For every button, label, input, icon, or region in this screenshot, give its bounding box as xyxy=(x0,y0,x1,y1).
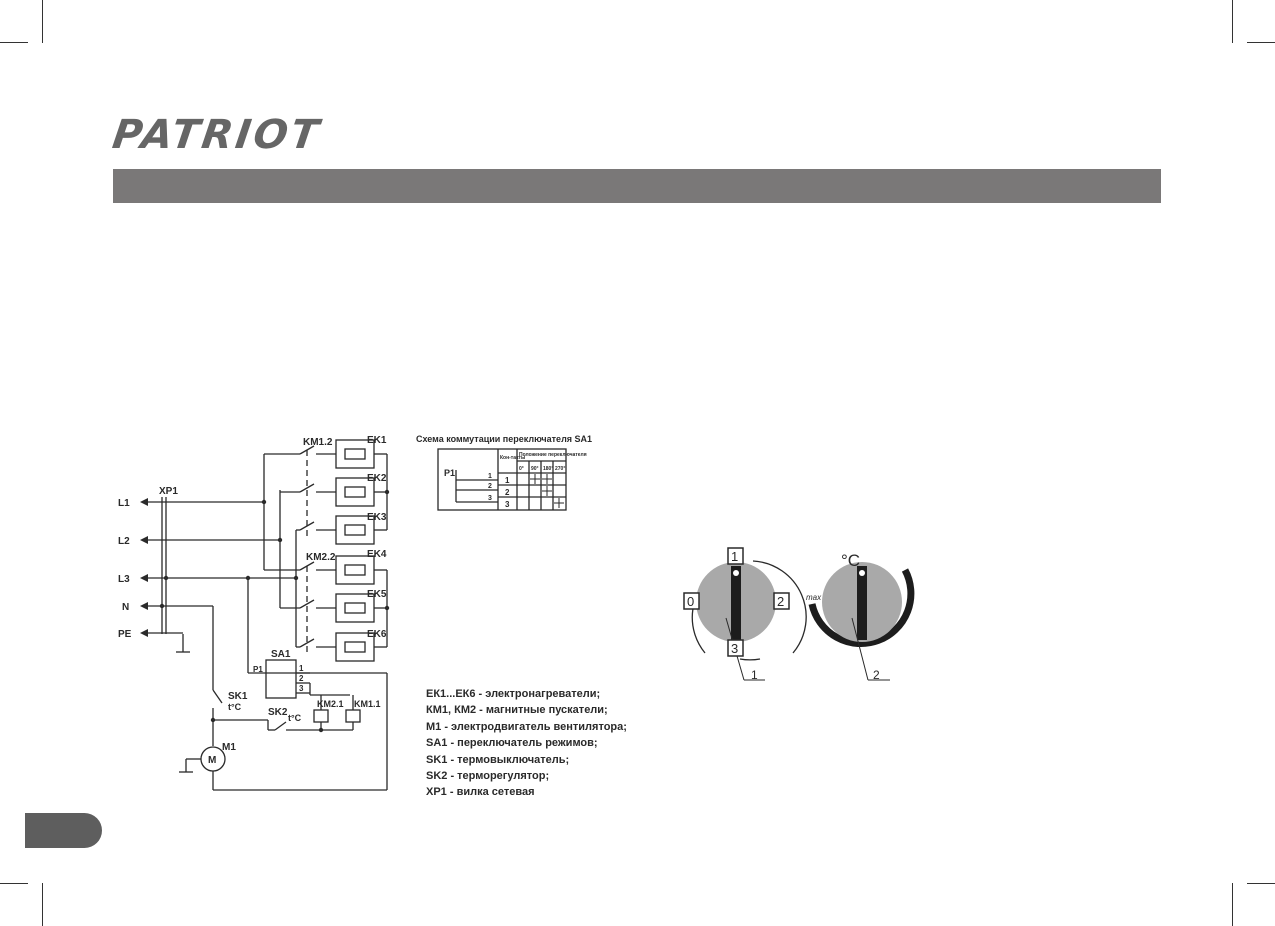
sa1-contact-label: 3 xyxy=(299,684,304,693)
legend-item: ЕК1...ЕК6 - электронагреватели; xyxy=(426,688,601,700)
page-number-tab xyxy=(25,813,102,848)
sa1-label: SA1 xyxy=(271,649,291,660)
table-contacts-header: Кон-такты xyxy=(500,455,525,461)
legend-item: SK2 - терморегулятор; xyxy=(426,770,550,783)
heater-label: EK6 xyxy=(367,629,387,640)
heater-label: EK2 xyxy=(367,473,387,484)
knob-position-label: 1 xyxy=(731,549,738,564)
table-angle: 0° xyxy=(519,466,524,472)
table-angle: 270° xyxy=(555,466,565,472)
max-label: max xyxy=(806,593,822,602)
line-label: L1 xyxy=(118,498,130,509)
header-bar xyxy=(113,169,1161,203)
sk2-label: SK2 xyxy=(268,707,288,718)
crop-mark xyxy=(1247,42,1275,43)
contactor-label: KM2.2 xyxy=(306,552,336,563)
line-label: N xyxy=(122,602,129,613)
knob-callout: 2 xyxy=(873,668,880,682)
crop-mark xyxy=(0,42,28,43)
table-row-label: 3 xyxy=(505,500,510,509)
legend-item: XP1 - вилка сетевая xyxy=(426,786,535,799)
table-contact-num: 2 xyxy=(488,483,492,490)
line-label: L2 xyxy=(118,536,130,547)
table-angle: 90° xyxy=(531,466,539,472)
crop-mark xyxy=(1232,883,1233,926)
heater-label: EK5 xyxy=(367,589,387,600)
table-p1-label: P1 xyxy=(444,468,455,478)
coil-label: KM1.1 xyxy=(354,699,381,709)
legend-item: М1 - электродвигатель вентилятора; xyxy=(426,720,627,733)
contactor-label: KM1.2 xyxy=(303,437,333,448)
switch-table-caption: Схема коммутации переключателя SA1 xyxy=(416,434,593,444)
sa1-contact-label: 1 xyxy=(299,664,304,673)
sk1-temp-label: t°C xyxy=(228,702,242,712)
p1-label: P1 xyxy=(253,665,263,674)
table-contact-num: 3 xyxy=(488,495,492,502)
motor-symbol: M xyxy=(208,755,216,766)
m1-label: M1 xyxy=(222,742,236,753)
legend-item: КМ1, КМ2 - магнитные пускатели; xyxy=(426,704,608,717)
crop-mark xyxy=(1232,0,1233,43)
component-legend: ЕК1...ЕК6 - электронагреватели; КМ1, КМ2… xyxy=(426,686,627,801)
line-label: PE xyxy=(118,629,132,640)
thermostat-knob: °C max 2 xyxy=(806,551,915,682)
line-label: L3 xyxy=(118,574,130,585)
mode-knob: 1 2 3 0 1 xyxy=(683,547,807,682)
table-positions-header: Положение переключателя xyxy=(519,452,587,458)
table-contact-num: 1 xyxy=(488,473,492,480)
crop-mark xyxy=(42,883,43,926)
table-row-label: 1 xyxy=(505,476,510,485)
legend-item: SA1 - переключатель режимов; xyxy=(426,737,598,750)
heater-label: EK3 xyxy=(367,512,387,523)
sk1-label: SK1 xyxy=(228,691,248,702)
xp1-label: XP1 xyxy=(159,486,178,497)
table-row-label: 2 xyxy=(505,488,510,497)
table-angle: 180° xyxy=(543,466,553,472)
sk2-temp-label: t°C xyxy=(288,713,302,723)
legend-item: SK1 - термовыключатель; xyxy=(426,753,570,766)
knob-callout: 1 xyxy=(751,668,758,682)
temperature-unit-label: °C xyxy=(841,551,860,570)
knob-position-label: 2 xyxy=(777,594,784,609)
knob-position-label: 3 xyxy=(731,641,738,656)
heater-label: EK4 xyxy=(367,549,387,560)
coil-label: KM2.1 xyxy=(317,699,344,709)
crop-mark xyxy=(1247,883,1275,884)
heater-label: EK1 xyxy=(367,435,387,446)
knob-position-label: 0 xyxy=(687,594,694,609)
crop-mark xyxy=(42,0,43,43)
sa1-contact-label: 2 xyxy=(299,674,304,683)
crop-mark xyxy=(0,883,28,884)
